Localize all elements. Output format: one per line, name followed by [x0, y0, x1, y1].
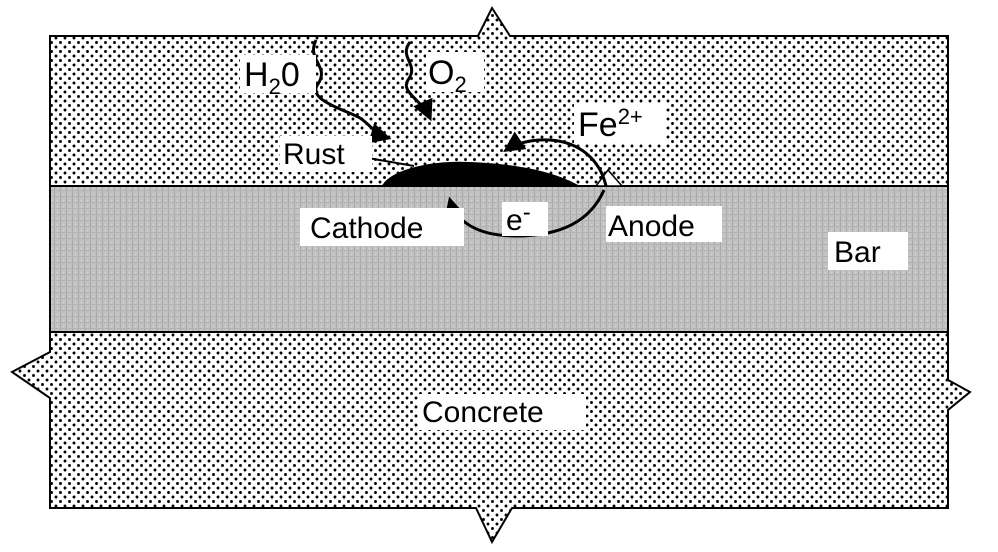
bar-label: Bar [834, 236, 881, 269]
rust-deposit [382, 161, 580, 186]
iron-ion-label: Fe2+ [578, 104, 643, 144]
rust-label: Rust [283, 138, 345, 171]
oxygen-arrow-icon [404, 41, 433, 122]
anode-label: Anode [608, 210, 695, 243]
electron-label: e- [506, 199, 531, 237]
oxygen-label: O2 [428, 54, 467, 97]
concrete-label: Concrete [422, 396, 544, 429]
anode-pit [594, 168, 624, 187]
rust-leader-line [367, 157, 415, 167]
concrete-top-block [49, 5, 949, 187]
iron-ion-arrow-icon [503, 131, 608, 187]
water-label: H20 [244, 56, 300, 99]
concrete-bottom-block [10, 331, 972, 545]
water-arrow-icon [312, 39, 392, 144]
cathode-label: Cathode [310, 212, 423, 245]
steel-bar [49, 185, 949, 333]
